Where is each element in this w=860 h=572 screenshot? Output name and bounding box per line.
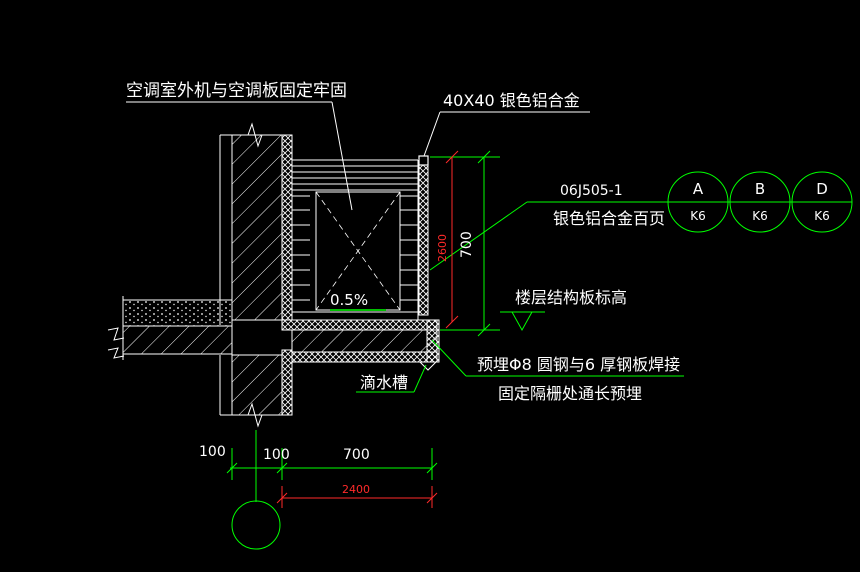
dim-total: 2400 — [342, 483, 370, 496]
floor-slab-left — [107, 296, 233, 360]
ac-slab — [281, 319, 440, 371]
ac-unit — [315, 191, 401, 311]
louver-code-label: 06J505-1 — [560, 183, 623, 199]
wall — [219, 122, 293, 428]
dim-left: 100 — [199, 444, 226, 460]
louver-desc-label: 银色铝合金百页 — [553, 209, 665, 228]
callout-a-top: A — [693, 180, 704, 198]
callout-a-bottom: K6 — [690, 209, 706, 223]
callout-d-top: D — [816, 180, 828, 198]
dim-slab: 700 — [343, 447, 370, 463]
dim-wall: 100 — [263, 447, 290, 463]
embed-note-1: 预埋Φ8 圆钢与6 厚钢板焊接 — [477, 355, 680, 374]
green-dimensions — [226, 150, 853, 550]
drip-groove-label: 滴水槽 — [360, 373, 408, 392]
aluminum-angle-label: 40X40 银色铝合金 — [443, 91, 580, 110]
floor-level-label: 楼层结构板标高 — [515, 288, 627, 307]
red-dimensions — [276, 150, 459, 508]
dim-height-green: 700 — [459, 231, 475, 258]
leader-lines — [126, 101, 590, 211]
aluminum-frame — [418, 155, 429, 316]
louver — [292, 159, 419, 320]
ac-fix-note: 空调室外机与空调板固定牢固 — [126, 81, 347, 101]
embed-note-2: 固定隔栅处通长预埋 — [498, 384, 642, 403]
callout-b-top: B — [755, 180, 765, 198]
slope-label: 0.5% — [330, 291, 368, 309]
dim-height-red: 2600 — [436, 234, 449, 262]
callout-d-bottom: K6 — [814, 209, 830, 223]
callout-b-bottom: K6 — [752, 209, 768, 223]
